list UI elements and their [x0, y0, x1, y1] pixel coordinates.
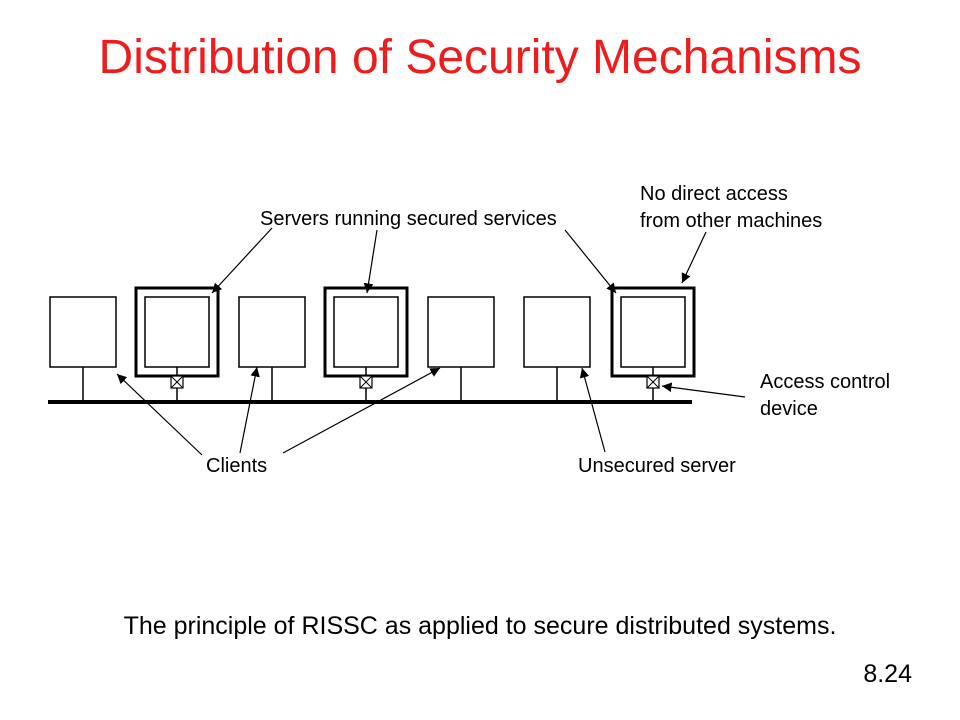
- client-machine: [238, 296, 306, 402]
- arrow: [661, 382, 746, 398]
- secured-server: [134, 286, 220, 402]
- access-control-device: [646, 375, 660, 389]
- caption: The principle of RISSC as applied to sec…: [123, 612, 837, 640]
- arrow: [211, 227, 273, 294]
- arrow: [579, 367, 606, 453]
- secured-server: [323, 286, 409, 402]
- unsecured-server-machine: [523, 296, 591, 402]
- label-no-direct-access-2: from other machines: [640, 210, 822, 232]
- access-control-device: [359, 375, 373, 389]
- label-access-control-1: Access control: [760, 371, 890, 393]
- label-access-control-2: device: [760, 398, 818, 420]
- arrow: [116, 373, 203, 456]
- arrow: [363, 229, 378, 294]
- label-no-direct-access-1: No direct access: [640, 183, 788, 205]
- secured-server: [610, 286, 696, 402]
- label-unsecured-server: Unsecured server: [578, 455, 736, 477]
- arrow: [681, 231, 707, 284]
- label-clients: Clients: [206, 455, 267, 477]
- arrow: [239, 366, 260, 454]
- label-servers-secured: Servers running secured services: [260, 208, 557, 230]
- access-control-device: [170, 375, 184, 389]
- client-machine: [427, 296, 495, 402]
- arrow: [564, 229, 617, 294]
- slide-title: Distribution of Security Mechanisms: [98, 31, 862, 84]
- arrow: [282, 367, 441, 454]
- client-machine: [49, 296, 117, 402]
- slide-number: 8.24: [863, 660, 912, 688]
